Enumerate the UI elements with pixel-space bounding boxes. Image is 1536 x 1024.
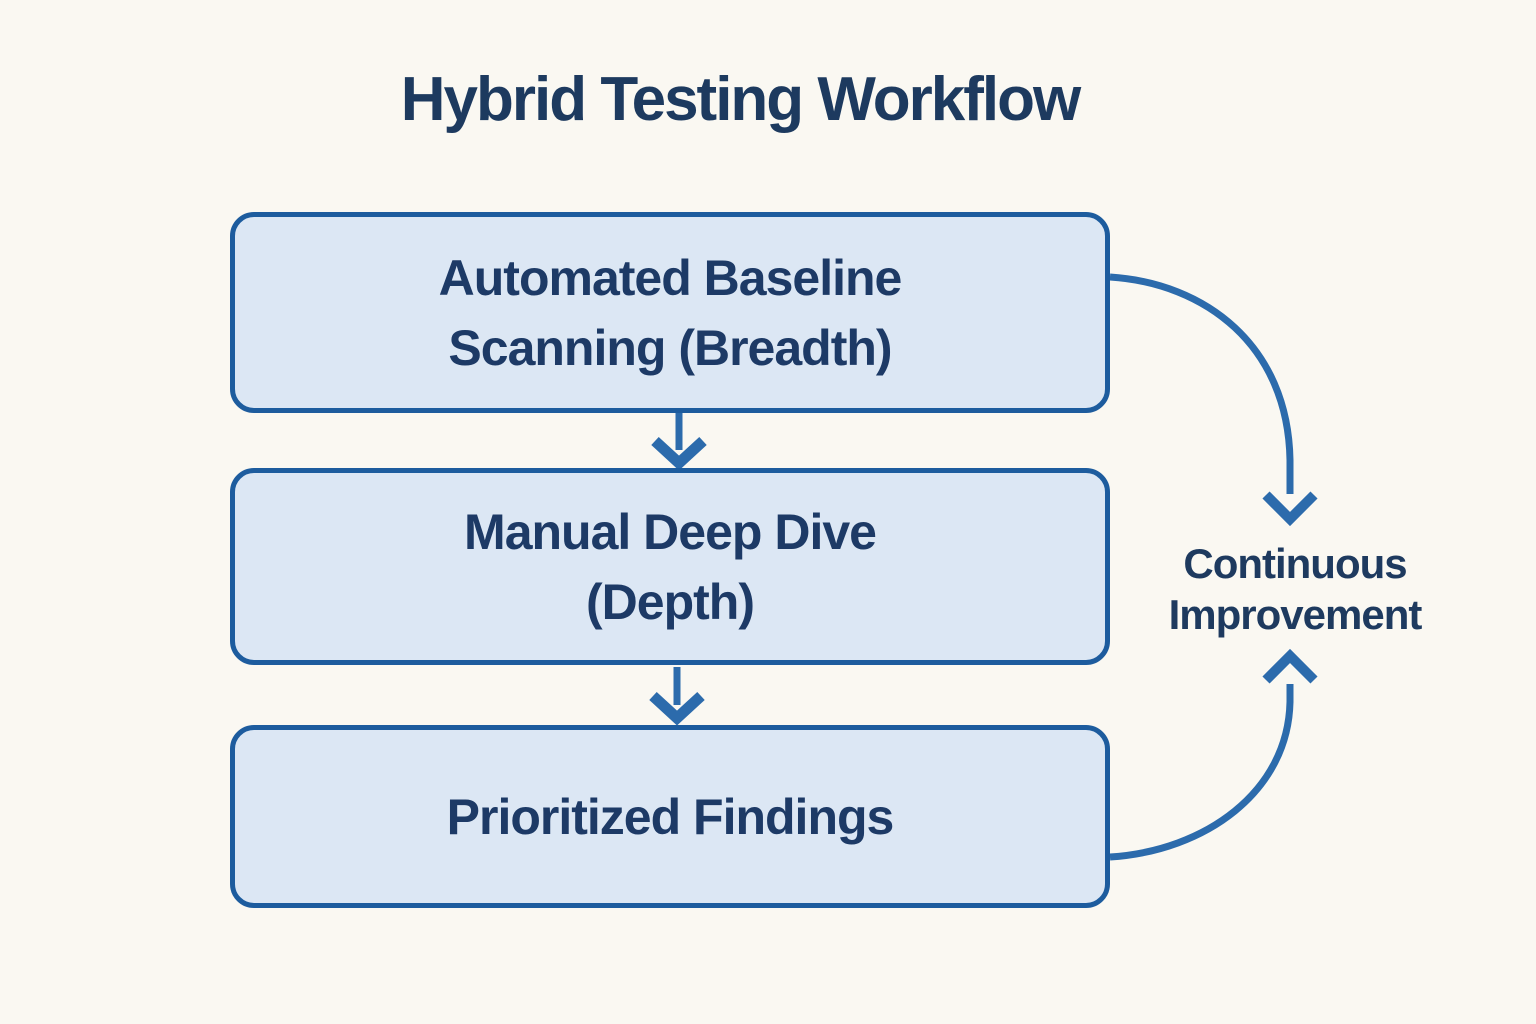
node-label-line: (Depth) xyxy=(586,573,755,630)
node-label-line: Scanning (Breadth) xyxy=(448,319,892,376)
node-label: Manual Deep Dive (Depth) xyxy=(464,497,877,637)
node-automated-baseline-scanning: Automated Baseline Scanning (Breadth) xyxy=(230,212,1110,413)
feedback-loop-top-curve xyxy=(1109,273,1294,494)
feedback-loop-down-arrowhead-icon xyxy=(1262,491,1318,527)
arrow-node2-to-node3-head-icon xyxy=(649,691,705,726)
feedback-label-line: Continuous xyxy=(1183,540,1407,587)
node-label: Automated Baseline Scanning (Breadth) xyxy=(438,243,903,383)
node-label: Prioritized Findings xyxy=(446,782,895,852)
feedback-loop-label: Continuous Improvement xyxy=(1140,538,1450,640)
arrow-node1-to-node2-head-icon xyxy=(651,436,707,471)
node-manual-deep-dive: Manual Deep Dive (Depth) xyxy=(230,468,1110,665)
node-label-line: Automated Baseline xyxy=(438,249,903,306)
feedback-loop-up-arrowhead-icon xyxy=(1262,648,1318,684)
feedback-loop-bottom-curve xyxy=(1109,684,1294,861)
diagram-title: Hybrid Testing Workflow xyxy=(400,65,1082,134)
node-label-line: Prioritized Findings xyxy=(446,788,895,845)
node-prioritized-findings: Prioritized Findings xyxy=(230,725,1110,908)
feedback-label-line: Improvement xyxy=(1168,591,1423,638)
node-label-line: Manual Deep Dive xyxy=(464,503,877,560)
